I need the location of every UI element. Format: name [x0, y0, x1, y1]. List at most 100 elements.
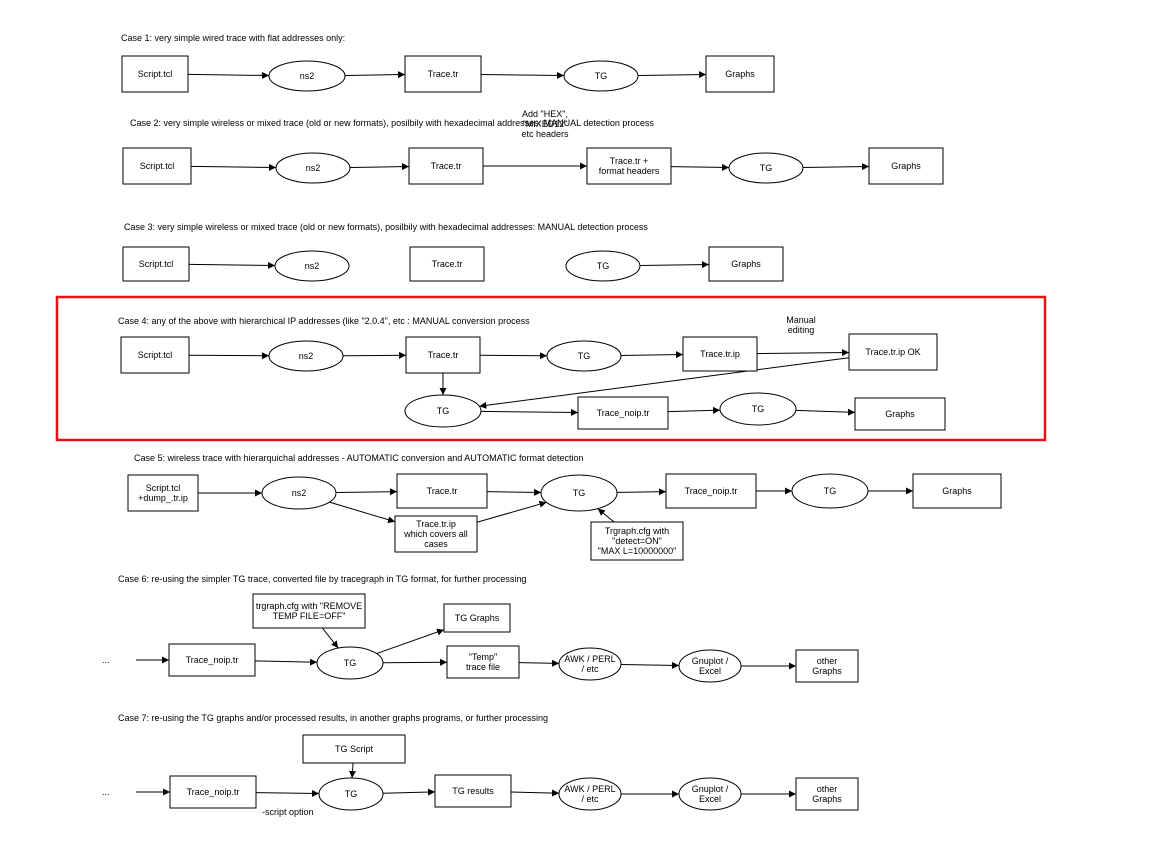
node-label: Trace.tr	[432, 259, 463, 269]
node-label: ...	[102, 655, 110, 665]
edge-c4-script-to-c4-ns2	[188, 352, 270, 360]
box-shape	[121, 55, 189, 93]
edge-c4-tg3-to-c4-graphs	[795, 408, 856, 416]
node-c5-cfg: Trgraph.cfg with"detect=ON""MAX L=100000…	[590, 521, 684, 561]
node-c2-trace: Trace.tr	[408, 147, 484, 185]
box-shape	[590, 521, 684, 561]
case-4-highlight-frame	[55, 295, 1047, 442]
node-label: / etc	[581, 794, 599, 804]
node-c2-ns2: ns2	[275, 152, 351, 184]
node-label: Script.tcl	[139, 259, 174, 269]
node-label: Trace_noip.tr	[186, 655, 239, 665]
ellipse-shape	[791, 473, 869, 509]
edge-c4-noip-to-c4-tg3	[667, 406, 721, 414]
ellipse-shape	[404, 394, 482, 428]
node-c5-ns2: ns2	[261, 476, 337, 510]
node-c5-trace: Trace.tr	[396, 473, 488, 509]
node-label: trgraph.cfg with "REMOVE	[256, 601, 362, 611]
edge-c5-trace-to-c5-tg1	[486, 488, 542, 496]
box-shape	[122, 246, 190, 282]
ellipse-shape	[274, 250, 350, 282]
ellipse-shape	[316, 646, 384, 680]
node-label: Trace.tr	[427, 486, 458, 496]
node-c5-tg2: TG	[791, 473, 869, 509]
edge-label: etc headers	[521, 129, 569, 139]
node-label: Excel	[699, 794, 721, 804]
node-c1-ns2: ns2	[268, 60, 346, 92]
box-shape	[122, 147, 192, 185]
node-c3-tg: TG	[565, 250, 641, 282]
box-shape	[912, 473, 1002, 509]
edge-c3-tg-to-c3-graphs	[639, 261, 710, 269]
node-c4-script: Script.tcl	[120, 336, 190, 374]
node-label: ns2	[292, 488, 307, 498]
node-c7-tg: TG	[318, 777, 384, 811]
node-label: trace file	[466, 662, 500, 672]
box-shape	[404, 55, 482, 93]
node-label: Trace.tr	[428, 69, 459, 79]
box-shape	[868, 147, 944, 185]
edge-c3-script-to-c3-ns2	[188, 261, 276, 269]
case-6-title: Case 6: re-using the simpler TG trace, c…	[118, 574, 526, 584]
edge-c1-ns2-to-c1-trace	[344, 71, 406, 79]
node-c2-script: Script.tcl	[122, 147, 192, 185]
edge-c1-trace-to-c1-tg	[480, 71, 565, 79]
node-label: TG	[752, 404, 765, 414]
node-label: Graphs	[731, 259, 761, 269]
node-c1-trace: Trace.tr	[404, 55, 482, 93]
case-5-title: Case 5: wireless trace with hierarquicha…	[134, 453, 584, 463]
node-c4-tg3: TG	[719, 392, 797, 426]
node-c1-script: Script.tcl	[121, 55, 189, 93]
edge-c4-tg2-to-c4-noip	[480, 408, 579, 416]
node-label: +dump_.tr.ip	[138, 493, 188, 503]
node-label: Graphs	[725, 69, 755, 79]
case-1-title: Case 1: very simple wired trace with fla…	[121, 33, 345, 43]
node-c6-awk: AWK / PERL/ etc	[558, 647, 622, 681]
edge-c7-results-to-c7-awk	[510, 789, 560, 797]
node-label: ns2	[300, 71, 315, 81]
node-label: AWK / PERL	[564, 654, 615, 664]
node-c5-noip: Trace_noip.tr	[665, 473, 757, 509]
node-label: ns2	[299, 351, 314, 361]
box-shape	[169, 775, 257, 809]
node-label: TG results	[452, 786, 494, 796]
edge-c6-tg-to-c6-tggraphs	[376, 628, 445, 655]
ellipse-shape	[563, 60, 639, 92]
node-c3-script: Script.tcl	[122, 246, 190, 282]
node-label: ns2	[305, 261, 320, 271]
node-c4-noip: Trace_noip.tr	[577, 396, 669, 430]
node-label: Trace.tr	[431, 161, 462, 171]
node-c6-noip: Trace_noip.tr	[168, 643, 256, 677]
edge-c2-fmt-to-c2-tg	[670, 163, 730, 171]
box-shape	[408, 147, 484, 185]
node-label: TG Script	[335, 744, 374, 754]
edge-c6-awk-to-c6-gnu	[620, 661, 680, 669]
node-label: cases	[424, 539, 448, 549]
node-label: other	[817, 656, 838, 666]
node-label: Graphs	[812, 666, 842, 676]
box-shape	[443, 603, 511, 633]
case-7-title: Case 7: re-using the TG graphs and/or pr…	[118, 713, 548, 723]
box-shape	[252, 593, 366, 629]
box-shape	[446, 645, 520, 679]
edge-c5-ipbox-to-c5-tg1	[476, 500, 547, 523]
node-label: TG	[597, 261, 610, 271]
box-shape	[409, 246, 485, 282]
node-label: Graphs	[942, 486, 972, 496]
box-shape	[795, 777, 859, 811]
node-label: ...	[102, 787, 110, 797]
node-label: TG	[578, 351, 591, 361]
box-shape	[665, 473, 757, 509]
box-shape	[168, 643, 256, 677]
node-c6-tg: TG	[316, 646, 384, 680]
node-label: Trace_noip.tr	[685, 486, 738, 496]
node-label: Script.tcl	[138, 350, 173, 360]
box-shape	[127, 474, 199, 512]
box-shape	[405, 336, 481, 374]
edge-c5-ns2-to-c5-ipbox	[329, 501, 396, 524]
node-label: "detect=ON"	[612, 536, 662, 546]
ellipse-shape	[565, 250, 641, 282]
edge-c4-tracetrip-to-c4-ipok	[756, 349, 850, 357]
node-label: / etc	[581, 664, 599, 674]
